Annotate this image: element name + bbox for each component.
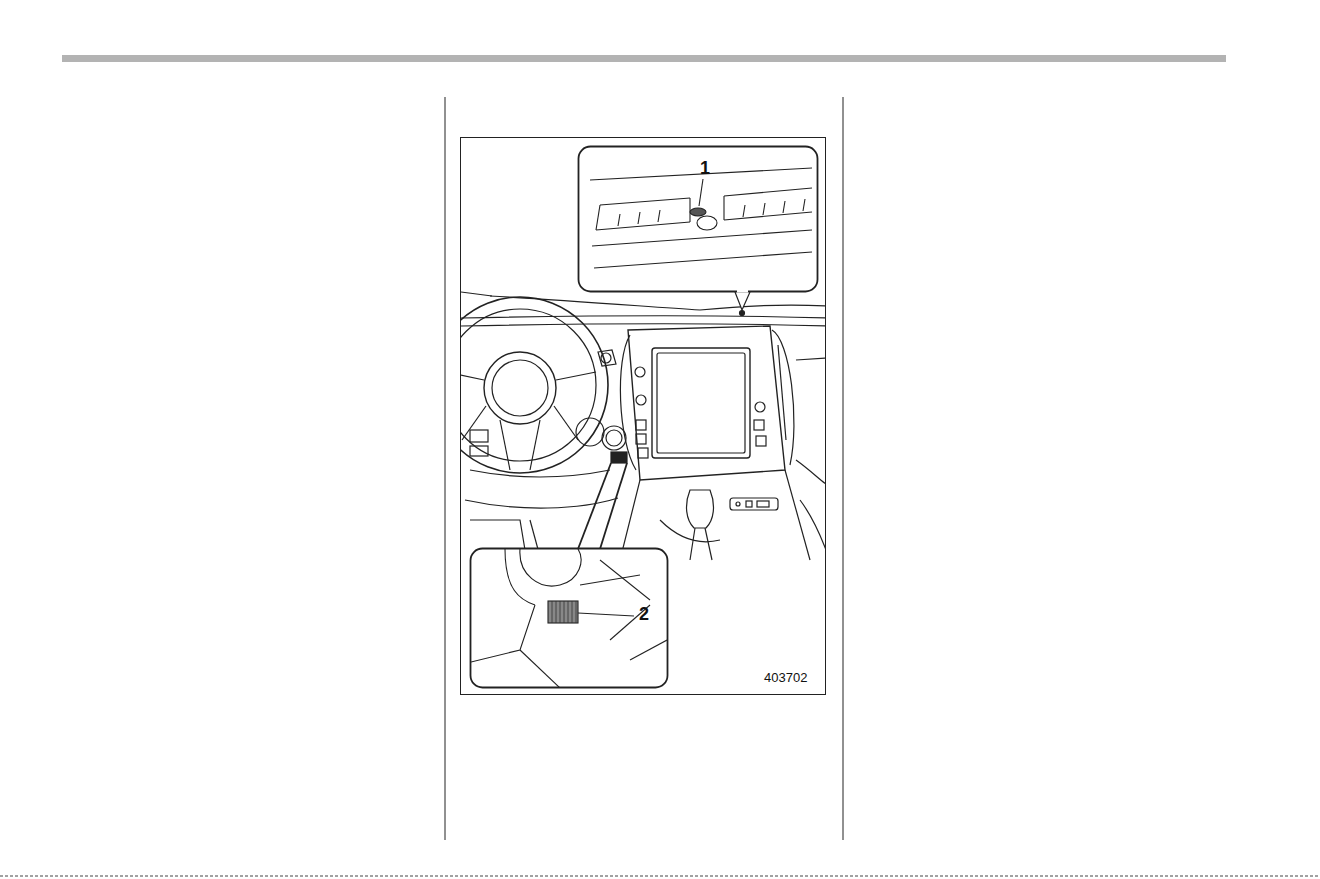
leader-line: [699, 179, 703, 206]
figure-frame: [461, 138, 826, 695]
callout-number: 2: [639, 605, 649, 623]
header-bar: [62, 55, 1226, 62]
detail-inset: [471, 549, 668, 688]
dashboard-illustration: [461, 292, 825, 580]
leader-line: [578, 613, 634, 616]
figure-number: 403702: [764, 671, 807, 684]
sensor-detail: [471, 549, 667, 687]
page-edge-line: [0, 876, 1320, 877]
inset-pointer: [600, 463, 627, 549]
column-rule: [843, 97, 844, 840]
inset-pointer: [735, 292, 750, 310]
callout-number: 1: [700, 159, 710, 177]
inset-pointer: [578, 463, 611, 549]
column-rule: [445, 97, 446, 840]
detail-inset: [579, 147, 818, 292]
defroster-grille-detail: [590, 168, 812, 268]
